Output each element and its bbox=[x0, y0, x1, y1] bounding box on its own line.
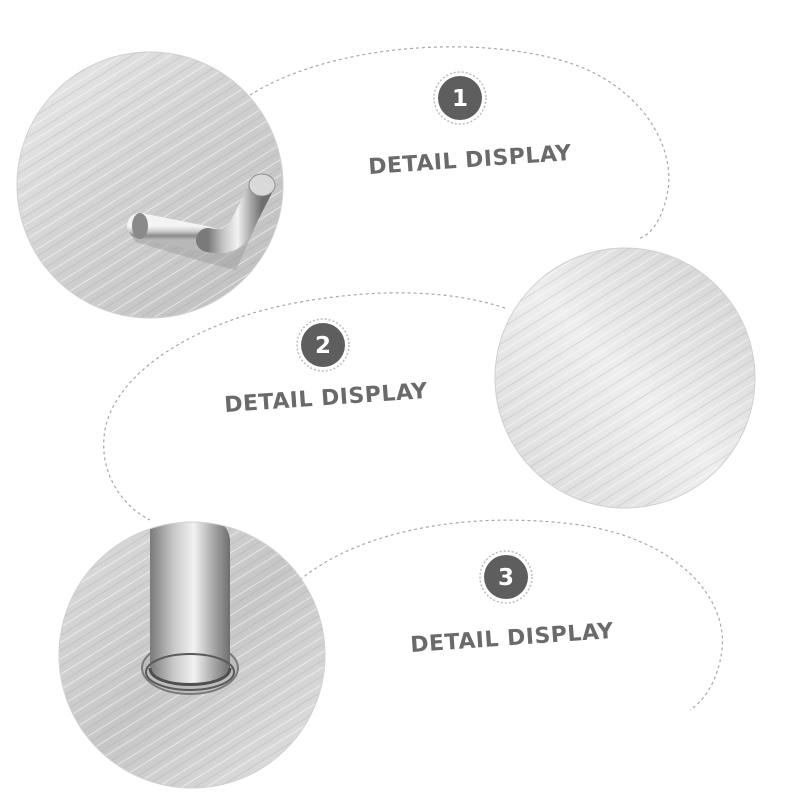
badge-1-number: 1 bbox=[452, 86, 468, 112]
section-3-label: DETAIL DISPLAY bbox=[410, 619, 616, 658]
dashed-outline-2 bbox=[103, 292, 506, 521]
hook-base-closeup-image bbox=[58, 521, 326, 789]
badge-3-number: 3 bbox=[498, 565, 514, 591]
badge-2: 2 bbox=[296, 318, 350, 372]
badge-1: 1 bbox=[433, 71, 487, 125]
section-2-label: DETAIL DISPLAY bbox=[224, 379, 430, 418]
dashed-outline-1 bbox=[249, 46, 670, 239]
dashed-outline-3 bbox=[299, 519, 724, 711]
badge-2-number: 2 bbox=[315, 333, 331, 359]
hook-closeup-image bbox=[16, 51, 284, 319]
badge-3: 3 bbox=[479, 550, 533, 604]
section-1-label: DETAIL DISPLAY bbox=[368, 141, 574, 180]
brushed-metal-image bbox=[494, 247, 756, 509]
